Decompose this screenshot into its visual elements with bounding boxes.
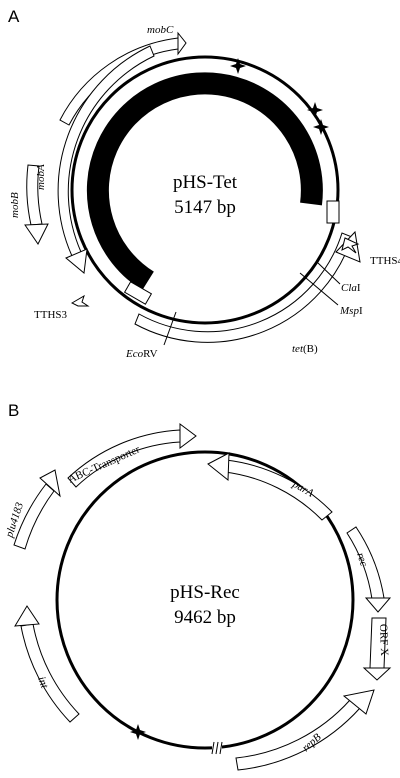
ecoRV-label: EcoRV bbox=[125, 348, 158, 360]
tetB-label-suffix: (B) bbox=[303, 343, 318, 355]
site-marker-b-line3 bbox=[219, 741, 223, 755]
int-arrow bbox=[20, 623, 80, 723]
tetB-label-italic: tet bbox=[292, 343, 304, 355]
site-box-right bbox=[326, 200, 340, 224]
mobA-arrowhead bbox=[65, 248, 88, 274]
claI-line bbox=[317, 262, 341, 285]
site-marker-b-line2 bbox=[215, 741, 219, 755]
star-marker-b bbox=[130, 724, 146, 740]
orfx-arrowhead bbox=[362, 667, 392, 681]
pHS-Rec-size: 9462 bp bbox=[174, 607, 236, 628]
tetB-arrow bbox=[134, 232, 353, 343]
star-marker-1 bbox=[230, 58, 246, 74]
abc-transporter-label: ABC-Transporter bbox=[66, 443, 142, 486]
abc-transporter-arrowhead bbox=[179, 423, 197, 449]
pHS-Tet-size: 5147 bp bbox=[174, 197, 236, 218]
pHS-Rec-name: pHS-Rec bbox=[170, 582, 240, 603]
ecoRV-label-italic: Eco bbox=[125, 348, 144, 360]
int-label: int bbox=[35, 675, 51, 691]
site-marker-b-line1 bbox=[211, 741, 215, 755]
pHS-Tet-name: pHS-Tet bbox=[173, 172, 238, 193]
panel-b-letter: B bbox=[8, 401, 19, 420]
parA-arrow bbox=[224, 459, 333, 521]
orfx-label: ORF X bbox=[377, 624, 390, 657]
star-marker-3 bbox=[313, 119, 329, 135]
tetB-label: tet(B) bbox=[292, 343, 318, 355]
parA-arrowhead bbox=[207, 452, 230, 482]
mspI-label-suffix: I bbox=[359, 305, 363, 317]
mobA-label: mobA bbox=[35, 164, 47, 190]
rec-arrowhead bbox=[364, 597, 392, 613]
ecoRV-label-suffix: RV bbox=[143, 348, 157, 360]
mobC-arrowhead bbox=[177, 31, 187, 56]
mobB-arrowhead bbox=[24, 223, 49, 245]
tths4-marker bbox=[341, 237, 360, 254]
claI-label-italic: Cla bbox=[341, 282, 357, 294]
claI-label-suffix: I bbox=[357, 282, 361, 294]
repB-arrow bbox=[235, 699, 361, 771]
panel-b: B pHS-Rec bbox=[3, 401, 392, 771]
pHS-Tet-backbone bbox=[70, 55, 340, 325]
mobC-label: mobC bbox=[147, 24, 174, 36]
tths4-label: TTHS4 bbox=[370, 255, 400, 267]
site-box-left bbox=[123, 281, 153, 305]
tths3-label: TTHS3 bbox=[34, 309, 68, 321]
site-marker-b bbox=[211, 741, 223, 755]
pHS-Rec-backbone bbox=[55, 450, 355, 750]
mspI-label-italic: Msp bbox=[339, 305, 359, 317]
star-marker-2 bbox=[307, 102, 323, 118]
panel-a: A pHS-Tet 5147 bp bbox=[8, 7, 400, 360]
pHS-Tet-inner-bar bbox=[86, 72, 323, 291]
repB-arrowhead bbox=[342, 689, 375, 715]
rec-label: rec bbox=[354, 551, 370, 568]
ecoRV-line bbox=[163, 311, 177, 346]
mobB-label: mobB bbox=[9, 192, 21, 218]
mspI-line bbox=[299, 272, 339, 306]
int-arrowhead bbox=[14, 605, 40, 627]
plu4183-arrowhead bbox=[39, 469, 61, 498]
claI-label: ClaI bbox=[341, 282, 361, 294]
panel-a-letter: A bbox=[8, 7, 20, 26]
mspI-label: MspI bbox=[339, 305, 363, 317]
tths3-marker bbox=[70, 294, 90, 307]
